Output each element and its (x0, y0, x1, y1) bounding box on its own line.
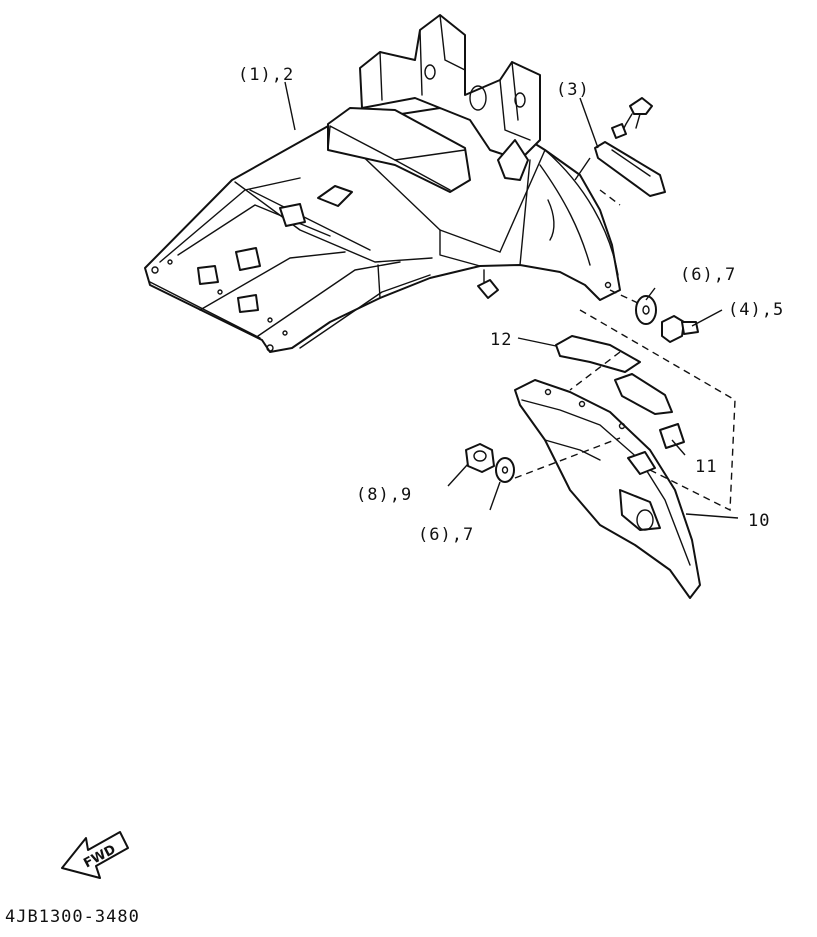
callout-6-7-lower: (6),7 (418, 525, 474, 545)
callout-3: (3) (556, 80, 590, 100)
callout-6-7-upper: (6),7 (680, 265, 736, 285)
nut-part (465, 443, 495, 473)
fwd-arrow-icon: FWD (61, 831, 129, 879)
callout-12: 12 (490, 330, 512, 350)
plate-11-part (614, 373, 685, 449)
washer-lower-part (495, 457, 515, 483)
bolt-part (661, 315, 699, 343)
callout-4-5: (4),5 (728, 300, 784, 320)
reflector-12-part (555, 335, 641, 373)
washer-upper-part (635, 295, 657, 325)
callout-8-9: (8),9 (356, 485, 412, 505)
callout-10: 10 (748, 511, 770, 531)
mud-flap-part (514, 379, 701, 599)
diagram-code: 4JB1300-3480 (5, 907, 140, 927)
callout-1-2: (1),2 (238, 65, 294, 85)
leader-lines (284, 81, 739, 519)
callout-labels: (1),2 (3) (6),7 (4),5 12 11 10 (8),9 (6)… (238, 65, 784, 545)
clip-bracket-part (594, 97, 666, 197)
callout-11: 11 (695, 457, 717, 477)
rear-fender-part (144, 14, 621, 353)
